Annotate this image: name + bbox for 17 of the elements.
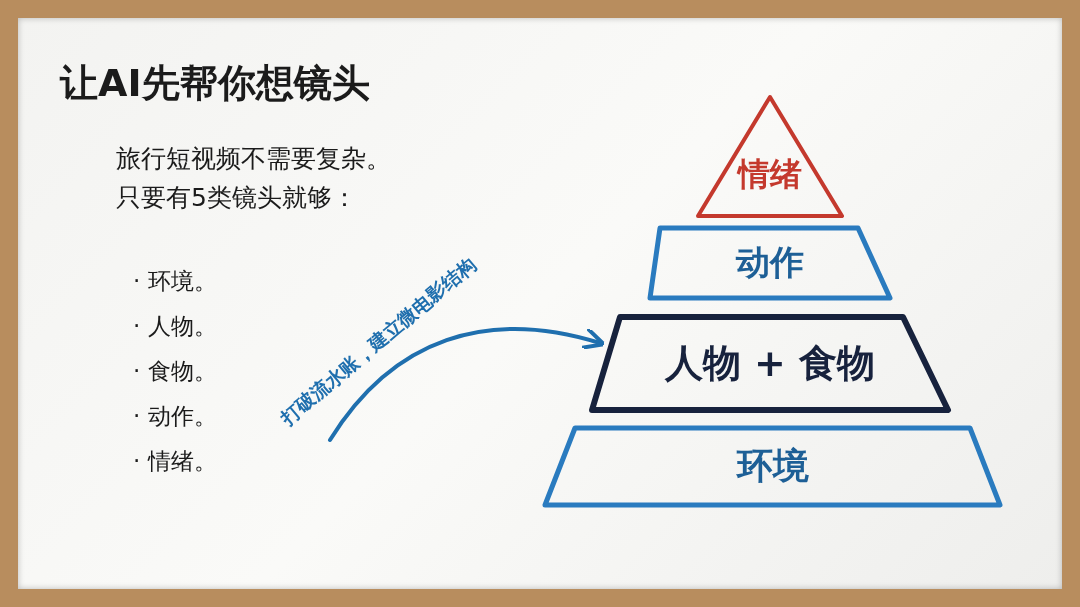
text-line: · 情绪。: [133, 448, 217, 476]
text-line: 旅行短视频不需要复杂。: [116, 144, 391, 174]
title: 让AI先帮你想镜头: [60, 60, 370, 107]
text-line: · 环境。: [133, 268, 217, 296]
tier-label: 环境: [736, 444, 809, 488]
text-line: 只要有5类镜头就够：: [116, 183, 357, 213]
tier-label: 人物 + 食物: [664, 340, 876, 387]
curved-arrow: [328, 327, 606, 442]
pyramid-top-triangle: [698, 97, 842, 216]
text-line: · 人物。: [133, 313, 217, 341]
pyramid-tier: [650, 228, 890, 298]
pyramid-tier: [545, 428, 1000, 505]
text-line: · 动作。: [133, 403, 217, 431]
text-line: · 食物。: [133, 358, 217, 386]
tier-label: 动作: [736, 241, 804, 284]
tier-label: 情绪: [738, 153, 802, 195]
edge-label: 打破流水账，建立微电影结构: [275, 252, 481, 431]
